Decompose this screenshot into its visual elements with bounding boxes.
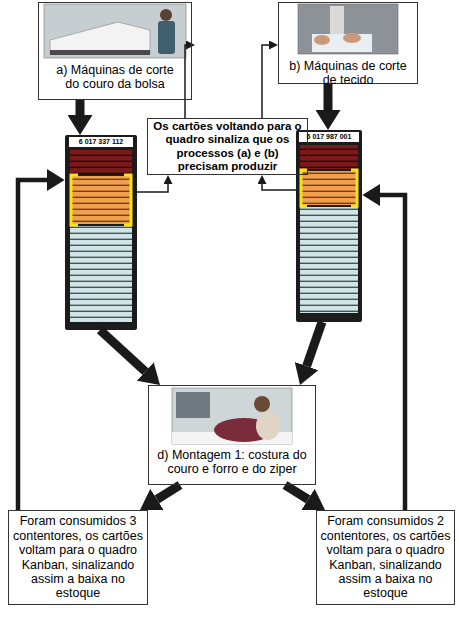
kanban-board: 6 017 337 112 xyxy=(65,135,137,330)
kanban-board xyxy=(65,135,137,330)
box-text: b) Máquinas de corte de tecido xyxy=(283,59,413,88)
board-number: 6 017 987 001 xyxy=(299,133,359,141)
flow-arrow xyxy=(285,485,308,499)
box-text: d) Montagem 1: costura do couro e forro … xyxy=(157,448,307,477)
note-box: Foram consumidos 2 contentores, os cartõ… xyxy=(316,510,455,605)
process-box: d) Montagem 1: costura do couro e forro … xyxy=(148,385,316,485)
box-text: Foram consumidos 2 contentores, os cartõ… xyxy=(319,514,453,600)
flow-arrow xyxy=(157,485,180,499)
signal-arrow xyxy=(185,45,186,118)
process-box: a) Máquinas de corte do couro da bolsa xyxy=(38,2,192,100)
note-box: Foram consumidos 3 contentores, os cartõ… xyxy=(8,510,148,605)
photo-fabric-cutting xyxy=(298,4,398,54)
box-text: Foram consumidos 3 contentores, os cartõ… xyxy=(11,514,145,600)
signal-arrow xyxy=(262,45,269,118)
box-text: Os cartões voltando para o quadro sinali… xyxy=(152,120,304,173)
process-box: b) Máquinas de corte de tecido xyxy=(278,2,418,84)
signal-arrow xyxy=(137,184,168,192)
photo-leather-cutting xyxy=(44,4,186,58)
flow-arrow xyxy=(76,100,85,115)
photo-assembly xyxy=(172,388,292,444)
flow-arrow xyxy=(100,330,145,371)
flow-arrow xyxy=(380,195,405,510)
board-number: 6 017 337 112 xyxy=(69,138,133,146)
note-box: Os cartões voltando para o quadro sinali… xyxy=(147,118,308,175)
kanban-board: 6 017 987 001 xyxy=(296,130,362,322)
box-text: a) Máquinas de corte do couro da bolsa xyxy=(49,63,181,92)
kanban-board xyxy=(296,130,362,322)
flow-arrow xyxy=(324,84,333,110)
signal-arrow xyxy=(262,184,296,190)
flow-arrow xyxy=(18,180,47,510)
flow-arrow xyxy=(307,322,322,366)
